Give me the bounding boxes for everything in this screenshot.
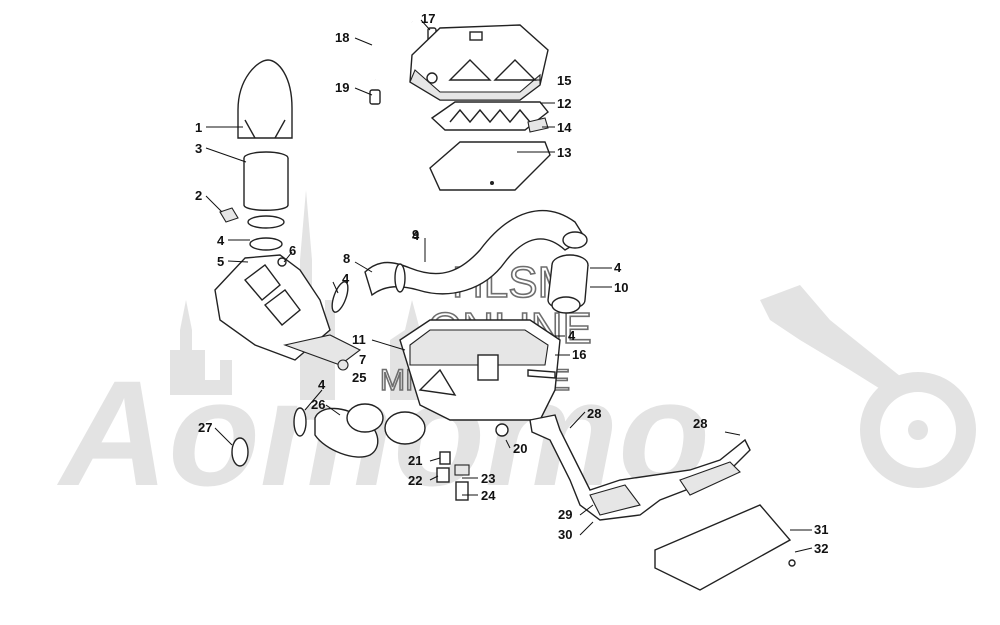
clamp-27 [231,437,249,467]
nut [219,207,239,223]
callout-26: 26 [311,397,325,412]
airbox-lid [409,24,549,101]
lid-seal [430,101,549,131]
callout-12: 12 [557,96,571,111]
callout-27: 27 [198,420,212,435]
callout-13: 13 [557,145,571,160]
intake-filter [243,151,289,211]
intake-cap [237,59,293,139]
callout-11: 11 [352,332,366,347]
callout-22: 22 [408,473,422,488]
guard-panel [654,504,796,591]
callout-19: 19 [335,80,349,95]
callout-9: 9 [412,227,419,242]
callout-4f: 4 [318,377,326,392]
intake-duct-housing [214,254,362,366]
callout-17: 17 [421,11,435,26]
callout-4d: 4 [614,260,622,275]
callout-18: 18 [335,30,349,45]
callout-24: 24 [481,488,496,503]
callout-15: 15 [557,73,571,88]
throttle-boot [293,403,426,458]
callout-14: 14 [557,120,572,135]
callout-7: 7 [359,352,366,367]
callout-4c: 4 [342,271,350,286]
screw-6 [277,257,287,267]
callout-28a: 28 [587,406,601,421]
breather-hose [369,11,437,105]
callout-2: 2 [195,188,202,203]
callout-20: 20 [513,441,527,456]
intake-clamps [247,215,285,251]
grommet [527,117,549,133]
callout-5: 5 [217,254,224,269]
callout-28b: 28 [693,416,707,431]
callout-10: 10 [614,280,628,295]
callout-8: 8 [343,251,350,266]
callout-1: 1 [195,120,202,135]
filter-element [429,141,551,191]
bolt-16 [527,369,556,379]
callout-4b: 4 [412,228,420,243]
callout-31: 31 [814,522,828,537]
outlet-boot [547,254,589,314]
callout-23: 23 [481,471,495,486]
callout-29: 29 [558,507,572,522]
callout-16: 16 [572,347,586,362]
callout-4e: 4 [568,328,576,343]
callout-labels: 1 2 3 4 4 4 4 4 4 5 6 7 8 9 10 11 12 13 … [195,11,828,556]
o-ring [331,281,349,313]
callout-32: 32 [814,541,828,556]
grommet-7 [337,359,349,371]
fastener-20 [495,423,509,437]
callout-25: 25 [352,370,366,385]
callout-6: 6 [289,243,296,258]
intake-tube [364,209,588,297]
callout-4a: 4 [217,233,225,248]
leader-lines [205,19,813,553]
callout-21: 21 [408,453,422,468]
callout-3: 3 [195,141,202,156]
mounting-bracket [529,414,751,521]
callout-30: 30 [558,527,572,542]
airbox-base [399,319,561,421]
